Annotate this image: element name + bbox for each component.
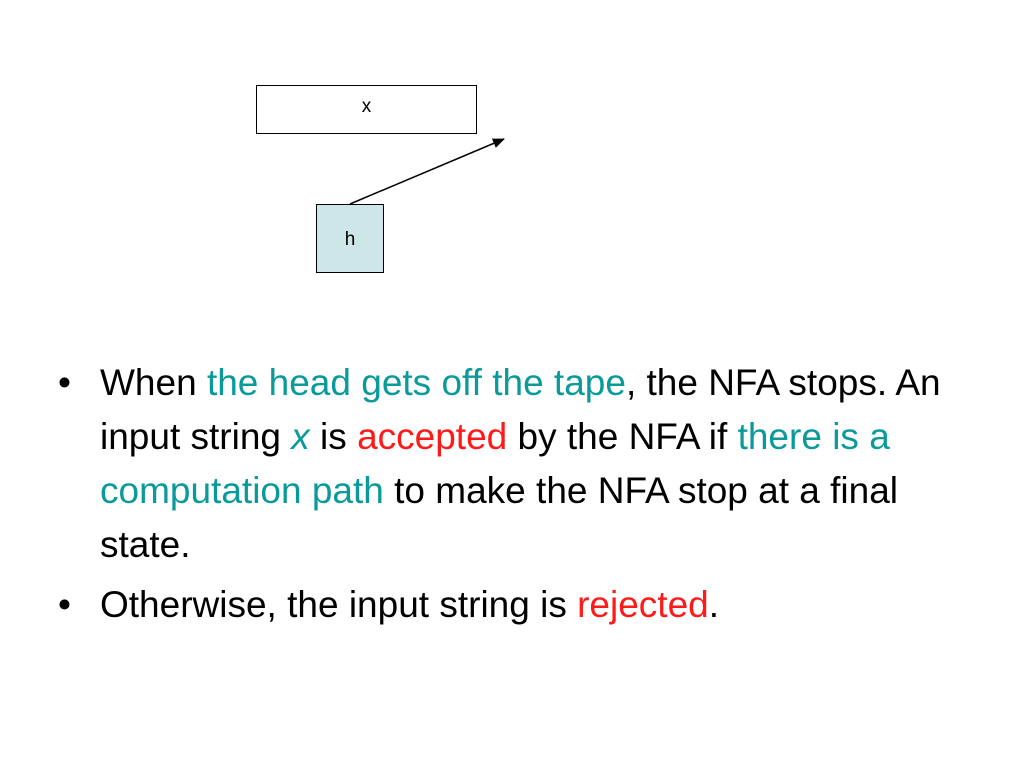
- bullet-text: Otherwise, the input string is: [100, 584, 578, 625]
- head-box: h: [316, 204, 384, 273]
- arrow-line: [349, 138, 505, 205]
- variable-x: x: [291, 416, 310, 457]
- bullet-text: is: [309, 416, 358, 457]
- head-label: h: [344, 229, 356, 250]
- bullet-item-stop-condition: • When the head gets off the tape, the N…: [58, 356, 978, 572]
- bullet-text: to make the NFA stop at a final state.: [100, 470, 899, 565]
- bullet-marker: •: [58, 362, 71, 403]
- tape-box: x: [256, 85, 477, 134]
- tape-label: x: [361, 96, 372, 117]
- emphasis-accepted: accepted: [357, 416, 508, 457]
- bullet-text: , the NFA stops. An input string: [100, 362, 941, 457]
- highlight-head-off-tape: the head gets off the tape: [206, 362, 626, 403]
- bullet-item-rejected: • Otherwise, the input string is rejecte…: [58, 578, 978, 632]
- bullet-list: • When the head gets off the tape, the N…: [58, 356, 978, 638]
- bullet-text: by the NFA if: [507, 416, 738, 457]
- highlight-computation-path: there is a computation path: [100, 416, 890, 511]
- bullet-marker: •: [58, 584, 71, 625]
- bullet-text: When: [100, 362, 207, 403]
- emphasis-rejected: rejected: [577, 584, 709, 625]
- bullet-text: .: [708, 584, 720, 625]
